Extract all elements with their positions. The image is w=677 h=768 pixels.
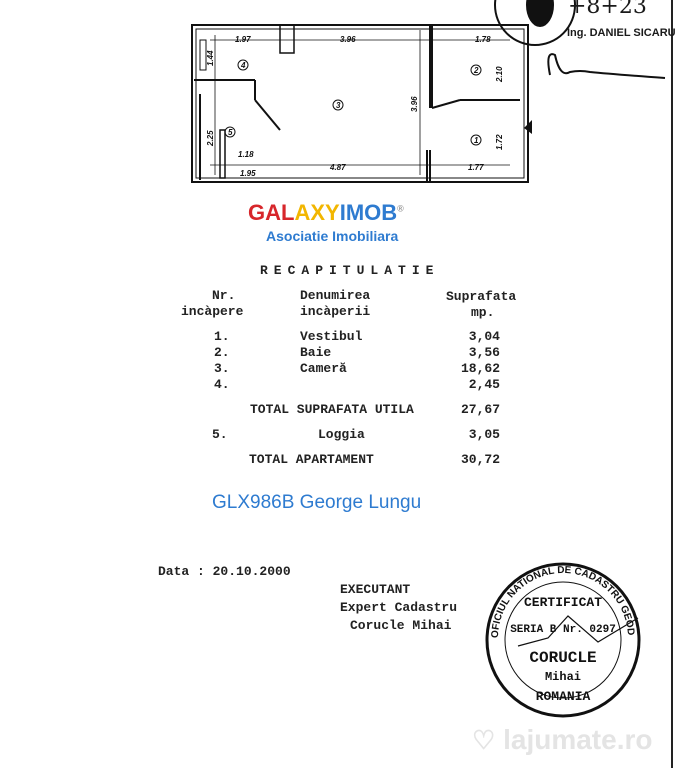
header-name-2: incàperii xyxy=(300,304,371,319)
dim-label: 2.25 xyxy=(206,130,215,147)
stamp-line: Mihai xyxy=(545,670,581,684)
dim-label: 1.95 xyxy=(240,169,256,178)
engineer-stamp xyxy=(494,0,666,79)
executant-role: Expert Cadastru xyxy=(340,600,458,615)
executant-name: Corucle Mihai xyxy=(350,618,452,633)
stamp-line: SERIA B Nr. 0297 xyxy=(510,624,616,636)
header-area-2: mp. xyxy=(471,305,495,320)
row-area: 3,04 xyxy=(468,329,500,344)
row-name: Baie xyxy=(300,345,332,360)
row-area: 18,62 xyxy=(460,361,500,376)
row-name: Cameră xyxy=(300,361,347,376)
dim-label: 1.77 xyxy=(468,163,484,172)
stamp-line: CERTIFICAT xyxy=(524,595,602,610)
dim-label: 1.78 xyxy=(475,35,491,44)
header-nr-2: incàpere xyxy=(181,304,244,319)
floor-plan: 1.97 3.96 3.96 1.78 2.10 1.44 2.25 4.87 … xyxy=(191,24,532,183)
watermark-subtitle: Asociatie Imobiliara xyxy=(266,228,399,244)
row-area: 2,45 xyxy=(468,377,500,392)
dim-label: 3.96 xyxy=(340,35,356,44)
room-marker: 4 xyxy=(240,61,246,70)
total-ap-value: 30,72 xyxy=(460,452,500,467)
row-area: 3,56 xyxy=(468,345,500,360)
dim-label: 4.87 xyxy=(329,163,346,172)
watermark-agent: GLX986B George Lungu xyxy=(212,492,422,513)
dim-label: 1.97 xyxy=(235,35,251,44)
page-border-right xyxy=(671,0,673,768)
room-marker: 5 xyxy=(228,128,233,137)
row-name: Vestibul xyxy=(300,329,363,344)
lajumate-logo-icon: ♡ xyxy=(472,725,496,755)
row-area: 3,05 xyxy=(468,427,500,442)
dim-label: 1.72 xyxy=(495,134,504,150)
dim-label: 3.96 xyxy=(410,96,419,112)
row-name: Loggia xyxy=(318,427,365,442)
document-date: Data : 20.10.2000 xyxy=(158,564,291,579)
total-util-value: 27,67 xyxy=(460,402,500,417)
row-nr: 5. xyxy=(212,427,228,442)
total-util-label: TOTAL SUPRAFATA UTILA xyxy=(250,402,414,417)
stamp-line: ROMANIA xyxy=(536,689,591,704)
row-nr: 3. xyxy=(214,361,230,376)
lajumate-watermark: ♡ lajumate.ro xyxy=(472,724,652,756)
row-nr: 2. xyxy=(214,345,230,360)
official-stamp: OFICIUL NATIONAL DE CADASTRU GEODEZIE SI… xyxy=(478,558,641,718)
executant-label: EXECUTANT xyxy=(340,582,411,597)
total-ap-label: TOTAL APARTAMENT xyxy=(249,452,374,467)
dim-label: 1.44 xyxy=(206,50,215,66)
handwritten-note: +8+23 xyxy=(568,0,647,19)
room-marker: 2 xyxy=(473,66,479,75)
room-marker: 1 xyxy=(474,136,479,145)
dim-label: 2.10 xyxy=(495,66,504,83)
galaxyimob-logo: GALAXYIMOB® xyxy=(248,200,404,225)
stamp-line: CORUCLE xyxy=(529,649,596,667)
header-area: Suprafata xyxy=(446,289,517,304)
logo-part: IMOB xyxy=(339,200,398,225)
logo-part: AXY xyxy=(294,200,340,225)
row-nr: 1. xyxy=(214,329,230,344)
header-nr: Nr. xyxy=(212,288,236,303)
engineer-name: Ing. DANIEL SICARU xyxy=(567,27,676,39)
lajumate-text: lajumate.ro xyxy=(503,724,653,755)
row-nr: 4. xyxy=(214,377,230,392)
dim-label: 1.18 xyxy=(238,150,254,159)
header-name: Denumirea xyxy=(300,288,371,303)
logo-part: GAL xyxy=(248,200,295,225)
room-marker: 3 xyxy=(336,101,341,110)
recap-title: RECAPITULATIE xyxy=(260,263,440,278)
